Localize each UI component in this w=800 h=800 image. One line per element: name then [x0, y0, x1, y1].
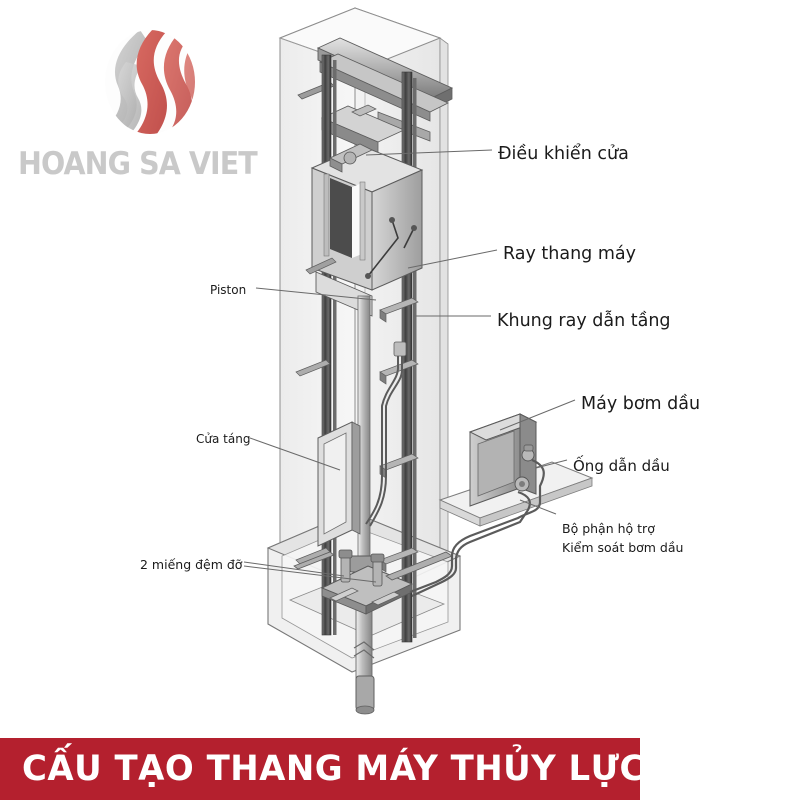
flame-globe-logo-icon — [96, 28, 204, 140]
label-elevator-rail: Ray thang máy — [503, 244, 636, 264]
buffer-pad-left — [338, 549, 353, 583]
leader-lines — [243, 149, 576, 583]
brand-name: HOANG SA VIET — [18, 146, 258, 182]
label-piston: Piston — [210, 283, 247, 297]
title-banner: CẤU TẠO THANG MÁY THỦY LỰC — [0, 738, 644, 800]
label-oil-pipe: Ống dẫn dầu — [573, 457, 670, 475]
label-landing-rail-frame: Khung ray dẫn tầng — [497, 311, 671, 331]
landing-door — [317, 421, 361, 547]
buffer-pad-right — [370, 553, 385, 587]
label-door-operator: Điều khiển cửa — [498, 144, 629, 164]
hose-fitting — [393, 341, 407, 357]
label-support-unit-line2: Kiểm soát bơm dầu — [562, 540, 684, 555]
oil-pipe-run — [409, 458, 545, 597]
brand-logo: HOANG SA VIET — [18, 28, 263, 182]
oil-pump-unit — [468, 413, 538, 507]
label-landing-door: Cửa táng — [196, 432, 251, 446]
elevator-car — [305, 143, 424, 317]
label-oil-pump: Máy bơm dầu — [581, 394, 701, 414]
pump-platform — [438, 461, 594, 527]
banner-title: CẤU TẠO THANG MÁY THỦY LỰC — [22, 749, 645, 789]
label-support-unit-line1: Bộ phận hộ trợ — [562, 521, 655, 536]
hydraulic-hose — [365, 352, 403, 527]
label-two-buffer-pads: 2 miếng đệm đỡ — [140, 557, 243, 572]
hydraulic-elevator-diagram — [243, 7, 594, 715]
